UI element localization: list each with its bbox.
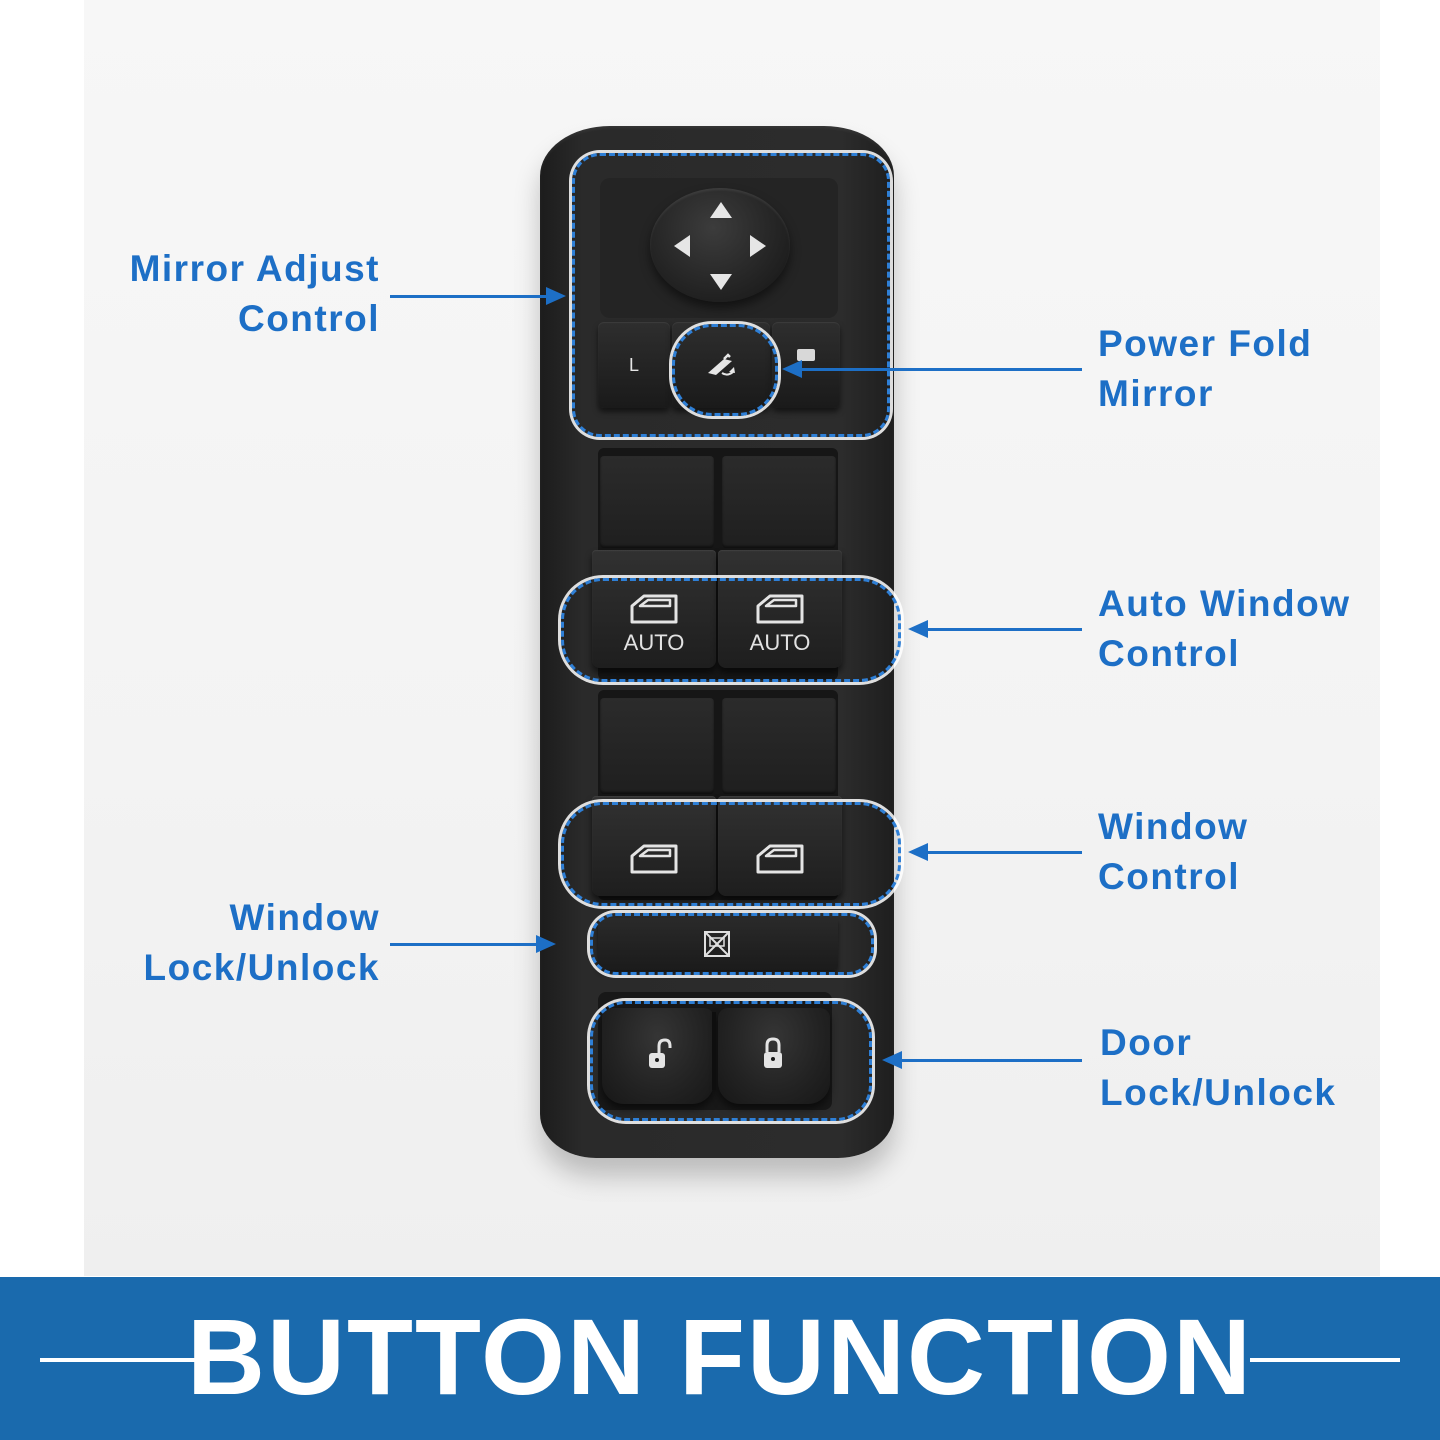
auto-window-switch-right[interactable]: AUTO	[718, 550, 842, 668]
callout-line-2: Mirror	[1098, 373, 1214, 414]
window-door-icon	[630, 844, 678, 874]
lock-icon	[764, 1037, 782, 1068]
callout-line-1: Window	[1098, 806, 1249, 847]
mirror-adjust-highlight	[572, 153, 890, 437]
unlock-icon	[649, 1038, 672, 1068]
window-lockout-icon	[704, 931, 730, 957]
window-lock-highlight	[590, 913, 874, 975]
window-door-icon	[630, 594, 678, 624]
window-control-highlight	[561, 802, 901, 906]
window-control-callout: Window Control	[1098, 802, 1418, 902]
callout-line-1: Power Fold	[1098, 323, 1313, 364]
arrow-up-icon	[710, 202, 732, 218]
callout-line-2: Control	[1098, 856, 1241, 897]
auto-label: AUTO	[623, 630, 685, 655]
auto-label: AUTO	[749, 630, 811, 655]
mirror-select-left-label: L	[628, 354, 639, 375]
window-lock-button[interactable]	[598, 918, 838, 970]
auto-window-callout: Auto Window Control	[1098, 579, 1418, 679]
door-key-divider	[712, 1012, 716, 1090]
window-toggle-upper-left[interactable]	[600, 456, 714, 548]
arrow-down-icon	[710, 274, 732, 290]
window-lock-leader	[390, 943, 536, 946]
arrow-left-icon	[674, 235, 690, 257]
door-lock-leader	[902, 1059, 1082, 1062]
bottom-banner	[0, 1277, 1440, 1440]
arrow-right-icon	[750, 235, 766, 257]
door-lock-highlight	[590, 1001, 872, 1121]
window-control-leader	[928, 851, 1082, 854]
power-fold-callout: Power Fold Mirror	[1098, 319, 1418, 419]
callout-line-1: Mirror Adjust	[129, 248, 380, 289]
power-fold-leader	[800, 368, 1082, 371]
window-door-icon	[756, 594, 804, 624]
callout-line-2: Lock/Unlock	[1100, 1072, 1337, 1113]
mirror-adjust-callout: Mirror Adjust Control	[60, 244, 380, 344]
arrow-left-icon	[782, 360, 802, 378]
mirror-adjust-leader	[390, 295, 548, 298]
callout-line-2: Lock/Unlock	[143, 947, 380, 988]
door-lock-button[interactable]	[718, 1008, 830, 1104]
arrow-left-icon	[908, 620, 928, 638]
banner-rule-left	[40, 1358, 196, 1362]
auto-window-leader	[928, 628, 1082, 631]
banner-rule-right	[1250, 1358, 1400, 1362]
callout-line-1: Window	[229, 897, 380, 938]
arrow-right-icon	[536, 935, 556, 953]
window-toggle-lower-left[interactable]	[600, 698, 714, 794]
callout-line-2: Control	[237, 298, 380, 339]
arrow-left-icon	[908, 843, 928, 861]
window-toggle-upper-right[interactable]	[722, 456, 836, 548]
power-fold-highlight	[672, 324, 778, 416]
window-door-icon	[756, 844, 804, 874]
callout-line-1: Auto Window	[1098, 583, 1351, 624]
callout-line-2: Control	[1098, 633, 1241, 674]
mirror-select-left-button[interactable]: L	[598, 322, 670, 408]
mirror-fold-icon	[708, 353, 735, 376]
window-switch-left[interactable]	[592, 796, 716, 896]
arrow-left-icon	[882, 1051, 902, 1069]
window-toggle-lower-right[interactable]	[722, 698, 836, 794]
auto-window-switch-left[interactable]: AUTO	[592, 550, 716, 668]
arrow-right-icon	[546, 287, 566, 305]
banner-title: BUTTON FUNCTION	[187, 1296, 1253, 1417]
callout-line-1: Door	[1100, 1022, 1193, 1063]
door-lock-callout: Door Lock/Unlock	[1100, 1018, 1420, 1118]
window-lock-callout: Window Lock/Unlock	[60, 893, 380, 993]
auto-window-highlight	[561, 578, 901, 682]
mirror-select-right-icon	[797, 349, 815, 361]
window-switch-right[interactable]	[718, 796, 842, 896]
